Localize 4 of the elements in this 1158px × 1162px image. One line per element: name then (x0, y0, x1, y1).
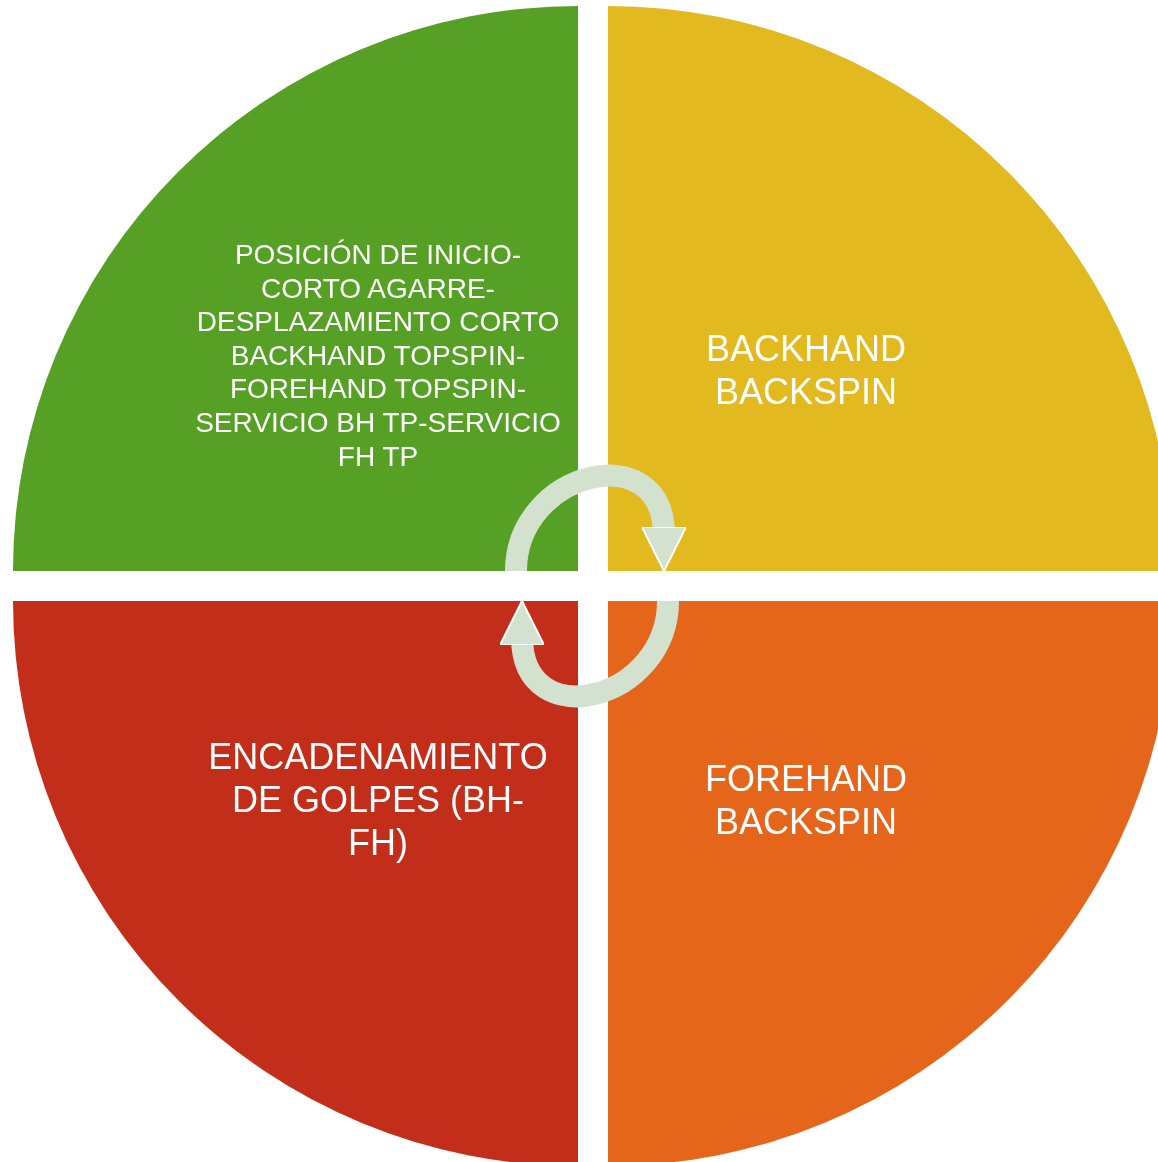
segment-label: POSICIÓN DE INICIO- CORTO AGARRE- DESPLAZAMIENTO CORTO BACKHAND TOPSPIN-FOREHAND TOPSPIN-SERVICIO BH TP-SERVICIO FH TP (194, 238, 562, 474)
segment-label: FOREHAND BACKSPIN (704, 756, 908, 844)
segment-label: ENCADENAMIENTO DE GOLPES (BH- FH) (207, 735, 549, 865)
segment-label: BACKHAND BACKSPIN (704, 326, 907, 414)
